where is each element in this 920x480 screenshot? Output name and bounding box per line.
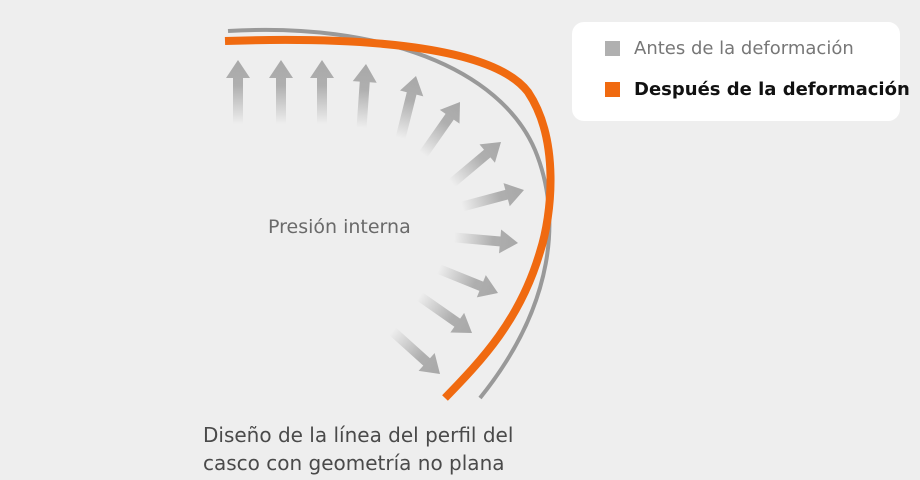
pressure-arrow-icon [395, 76, 424, 140]
pressure-arrow-icon [453, 229, 518, 254]
legend-label: Antes de la deformación [634, 38, 854, 59]
profile-before-curve [227, 27, 552, 400]
pressure-arrow-icon [352, 64, 377, 129]
pressure-arrow-icon [269, 60, 293, 124]
pressure-arrow-icon [448, 142, 501, 187]
gray-swatch-icon [605, 41, 620, 56]
pressure-arrow-icon [310, 60, 334, 124]
pressure-arrow-icon [416, 292, 472, 333]
pressure-arrow-icon [436, 264, 498, 298]
profile-after-curve [224, 35, 555, 401]
internal-pressure-label: Presión interna [268, 216, 411, 238]
legend-label: Después de la deformación [634, 79, 910, 100]
legend-item-after: Después de la deformación [605, 79, 910, 100]
caption-line-1: Diseño de la línea del perfil del [203, 423, 514, 447]
pressure-arrow-icon [226, 60, 250, 124]
pressure-arrows [226, 60, 524, 374]
pressure-arrow-icon [389, 327, 440, 374]
pressure-arrow-icon [419, 102, 460, 158]
pressure-arrow-icon [460, 183, 524, 212]
orange-swatch-icon [605, 82, 620, 97]
caption-line-2: casco con geometría no plana [203, 451, 505, 475]
legend: Antes de la deformación Después de la de… [572, 22, 910, 121]
legend-item-before: Antes de la deformación [605, 38, 854, 59]
diagram-caption: Diseño de la línea del perfil del casco … [203, 421, 513, 477]
